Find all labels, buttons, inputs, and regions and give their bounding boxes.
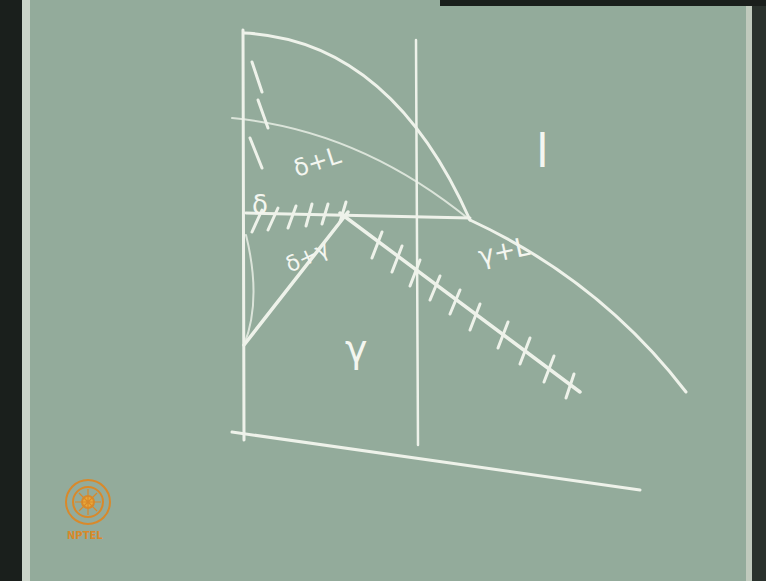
nptel-logo [66,480,110,524]
phase-label: δ [252,192,268,218]
phase-label: l [536,128,549,174]
logo-text: NPTEL [67,531,103,541]
phase-label: γ [345,330,368,368]
